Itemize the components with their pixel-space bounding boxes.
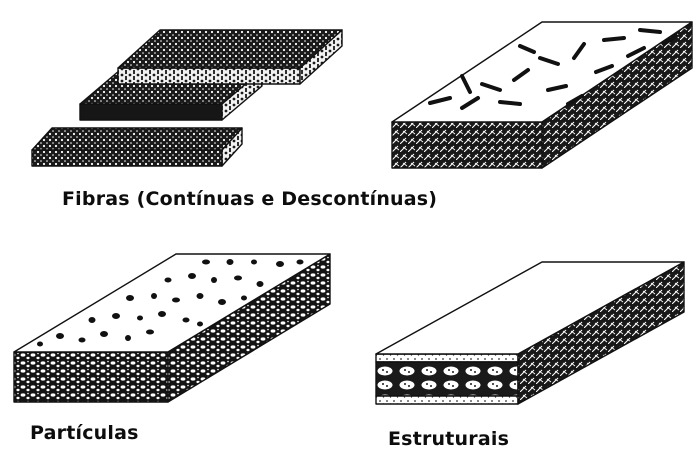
sandwich-panel-icon — [376, 262, 684, 404]
caption-fibers: Fibras (Contínuas e Descontínuas) — [62, 188, 437, 210]
short-fiber-composite-icon — [392, 22, 692, 168]
caption-particles: Partículas — [30, 422, 139, 444]
continuous-fiber-laminate-icon — [32, 30, 342, 166]
caption-structural: Estruturais — [388, 428, 509, 450]
particle-composite-icon — [14, 254, 330, 402]
